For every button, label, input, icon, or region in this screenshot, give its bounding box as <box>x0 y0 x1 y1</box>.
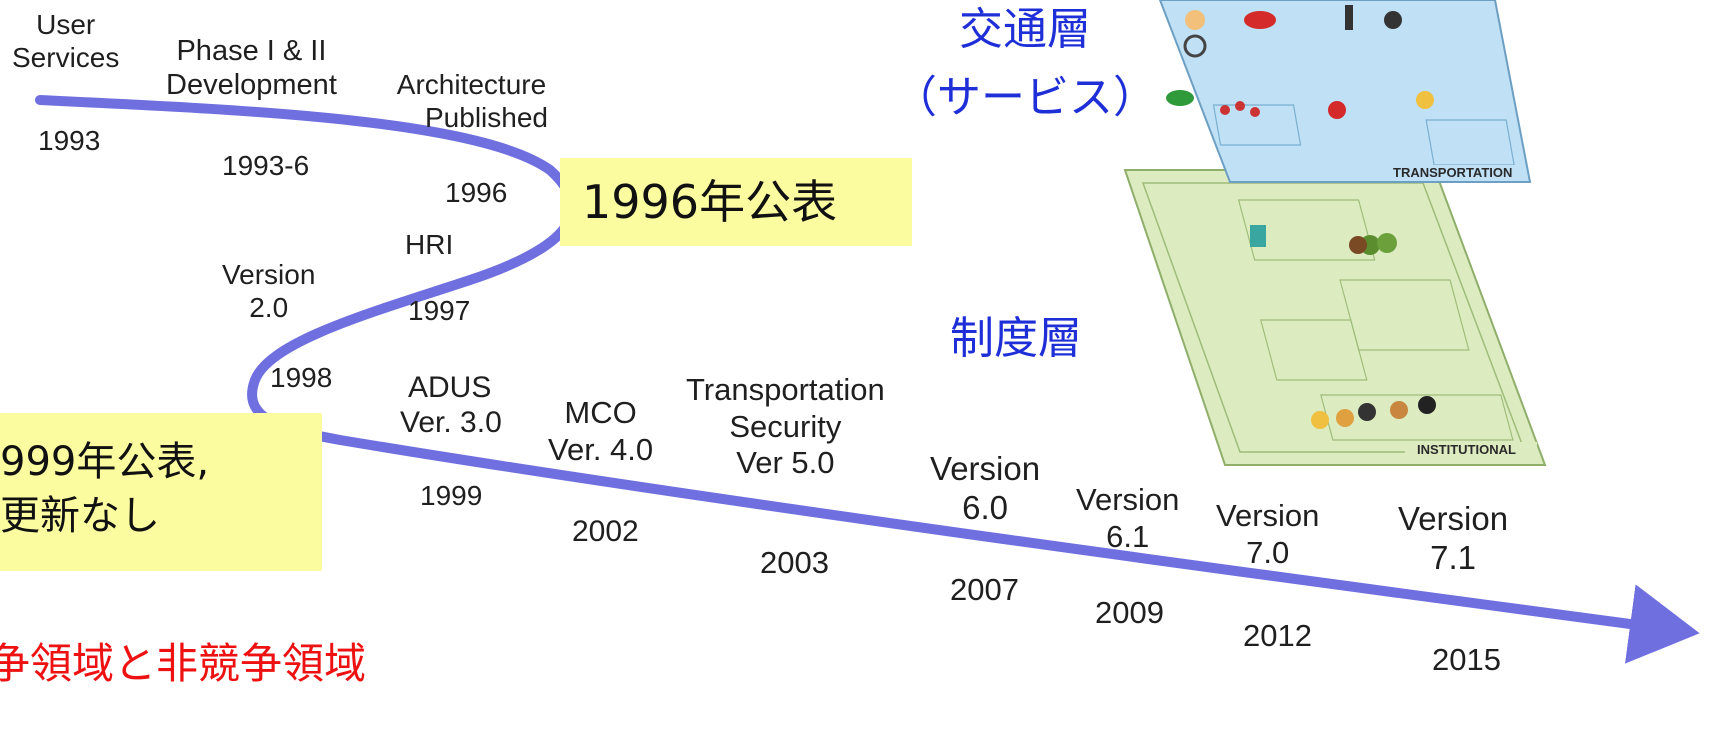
milestone-version-7-0-year: 2012 <box>1243 618 1312 653</box>
milestone-version-6-1-year: 2009 <box>1095 595 1164 630</box>
milestone-transportation-security-year: 2003 <box>760 545 829 580</box>
transport-layer-label: 交通層 （サービス） <box>875 0 1175 128</box>
milestone-version-7-1-year: 2015 <box>1432 642 1501 677</box>
milestone-phase-dev-year: 1993-6 <box>222 150 310 181</box>
milestone-architecture-year: 1996 <box>445 177 508 208</box>
callout-published-1996: 1996年公表 <box>560 158 912 246</box>
traffic-light-icon <box>1345 5 1353 30</box>
transportation-plane-text: TRANSPORTATION <box>1393 165 1512 180</box>
callout-published-1999: 999年公表, 更新なし <box>0 413 322 571</box>
timeline-path <box>35 95 1700 664</box>
car-icon <box>1244 11 1276 29</box>
driver-icon <box>1185 10 1205 30</box>
callout-1999-line2: 更新なし <box>0 493 160 539</box>
milestone-mco-year: 2002 <box>572 515 639 548</box>
steering-wheel-icon <box>1183 34 1207 58</box>
milestone-user-services-year: 1993 <box>38 125 101 156</box>
building-icon <box>1250 225 1266 247</box>
milestone-adus-year: 1999 <box>420 480 483 511</box>
milestone-user-services-label: User Services <box>12 9 120 74</box>
milestone-adus-label: ADUS Ver. 3.0 <box>400 371 502 440</box>
red-caption: 争領域と非競争領域 <box>0 639 367 688</box>
transportation-plane: TRANSPORTATION <box>1158 0 1532 183</box>
milestone-transportation-security-label: Transportation Security Ver 5.0 <box>686 372 885 481</box>
milestone-architecture-label: Architecture Published <box>396 69 548 134</box>
milestone-version-2-year: 1998 <box>270 362 333 393</box>
institutional-plane-text: INSTITUTIONAL <box>1417 442 1516 457</box>
institutional-plane: INSTITUTIONAL <box>1123 169 1547 466</box>
transport-layer-label-line2: （サービス） <box>893 72 1157 123</box>
institutional-layer-label: 制度層 <box>950 313 1082 364</box>
milestone-hri-label: HRI <box>405 229 454 260</box>
transport-layer-label-line1: 交通層 <box>959 4 1091 55</box>
milestone-version-6-0-label: Version 6.0 <box>930 450 1041 526</box>
milestone-version-6-0-year: 2007 <box>950 572 1019 607</box>
milestone-mco-label: MCO Ver. 4.0 <box>548 395 654 467</box>
person-icon <box>1311 411 1329 429</box>
milestone-hri-year: 1997 <box>408 295 471 326</box>
milestone-version-2-label: Version 2.0 <box>222 259 316 324</box>
callout-1999-line1: 999年公表, <box>0 439 210 485</box>
milestone-version-7-1-label: Version 7.1 <box>1398 500 1509 576</box>
milestone-version-7-0-label: Version 7.0 <box>1216 498 1320 570</box>
milestone-phase-dev-label: Phase I & II Development <box>166 35 337 102</box>
milestone-version-6-1-label: Version 6.1 <box>1076 482 1180 554</box>
architecture-layers-illustration: INSTITUTIONAL TRANSPORTATION <box>1123 0 1547 466</box>
